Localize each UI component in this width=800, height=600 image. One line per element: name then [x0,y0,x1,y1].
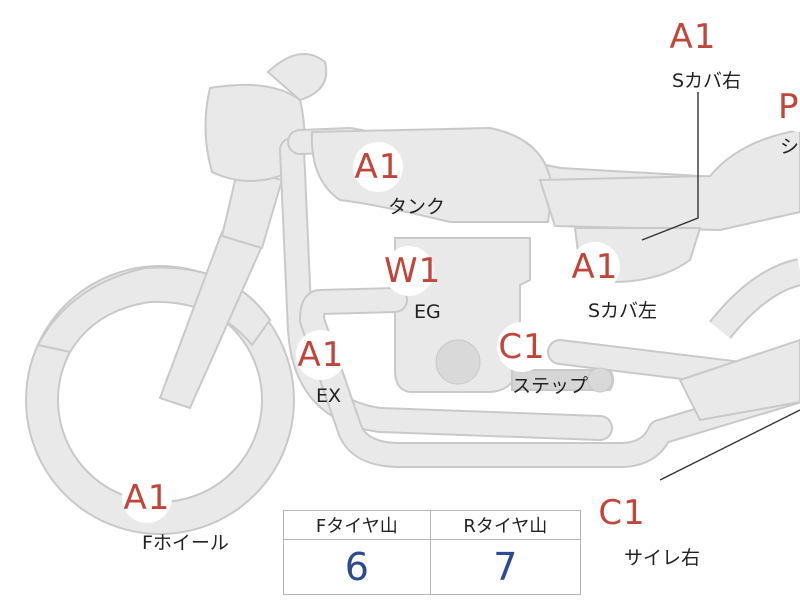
seat-grade: P [778,82,800,132]
muffler-right-grade: C1 [597,488,647,538]
seat-shape [538,128,800,232]
tank-label: タンク [388,196,446,218]
side-cover-left-label: Sカバ左 [588,300,658,322]
side-cover-right-leader [641,92,699,241]
tank-grade: A1 [353,142,403,192]
step-shape [511,369,614,391]
front-wheel-grade: A1 [122,473,172,523]
rear-tire-tread-value: 7 [429,539,582,595]
seat-label: シ [780,136,800,158]
side-cover-left-grade: A1 [570,242,620,292]
front-wheel-label: Fホイール [142,532,229,554]
rear-tire-tread-header: Rタイヤ山 [429,510,582,540]
front-tire-tread-value: 6 [283,539,431,595]
side-cover-right-grade: A1 [668,12,718,62]
muffler-right-label: サイレ右 [624,547,701,569]
engine-grade: W1 [384,246,440,296]
muffler-right-leader [659,409,800,481]
tire-tread-table: Fタイヤ山 Rタイヤ山 6 7 [283,510,582,595]
step-label: ステップ [512,375,589,397]
engine-label: EG [414,301,441,323]
side-cover-right-label: Sカバ右 [672,70,742,92]
front-tire-tread-header: Fタイヤ山 [283,510,431,540]
step-grade: C1 [497,322,547,372]
exhaust-grade: A1 [296,330,346,380]
exhaust-label: EX [316,385,342,407]
